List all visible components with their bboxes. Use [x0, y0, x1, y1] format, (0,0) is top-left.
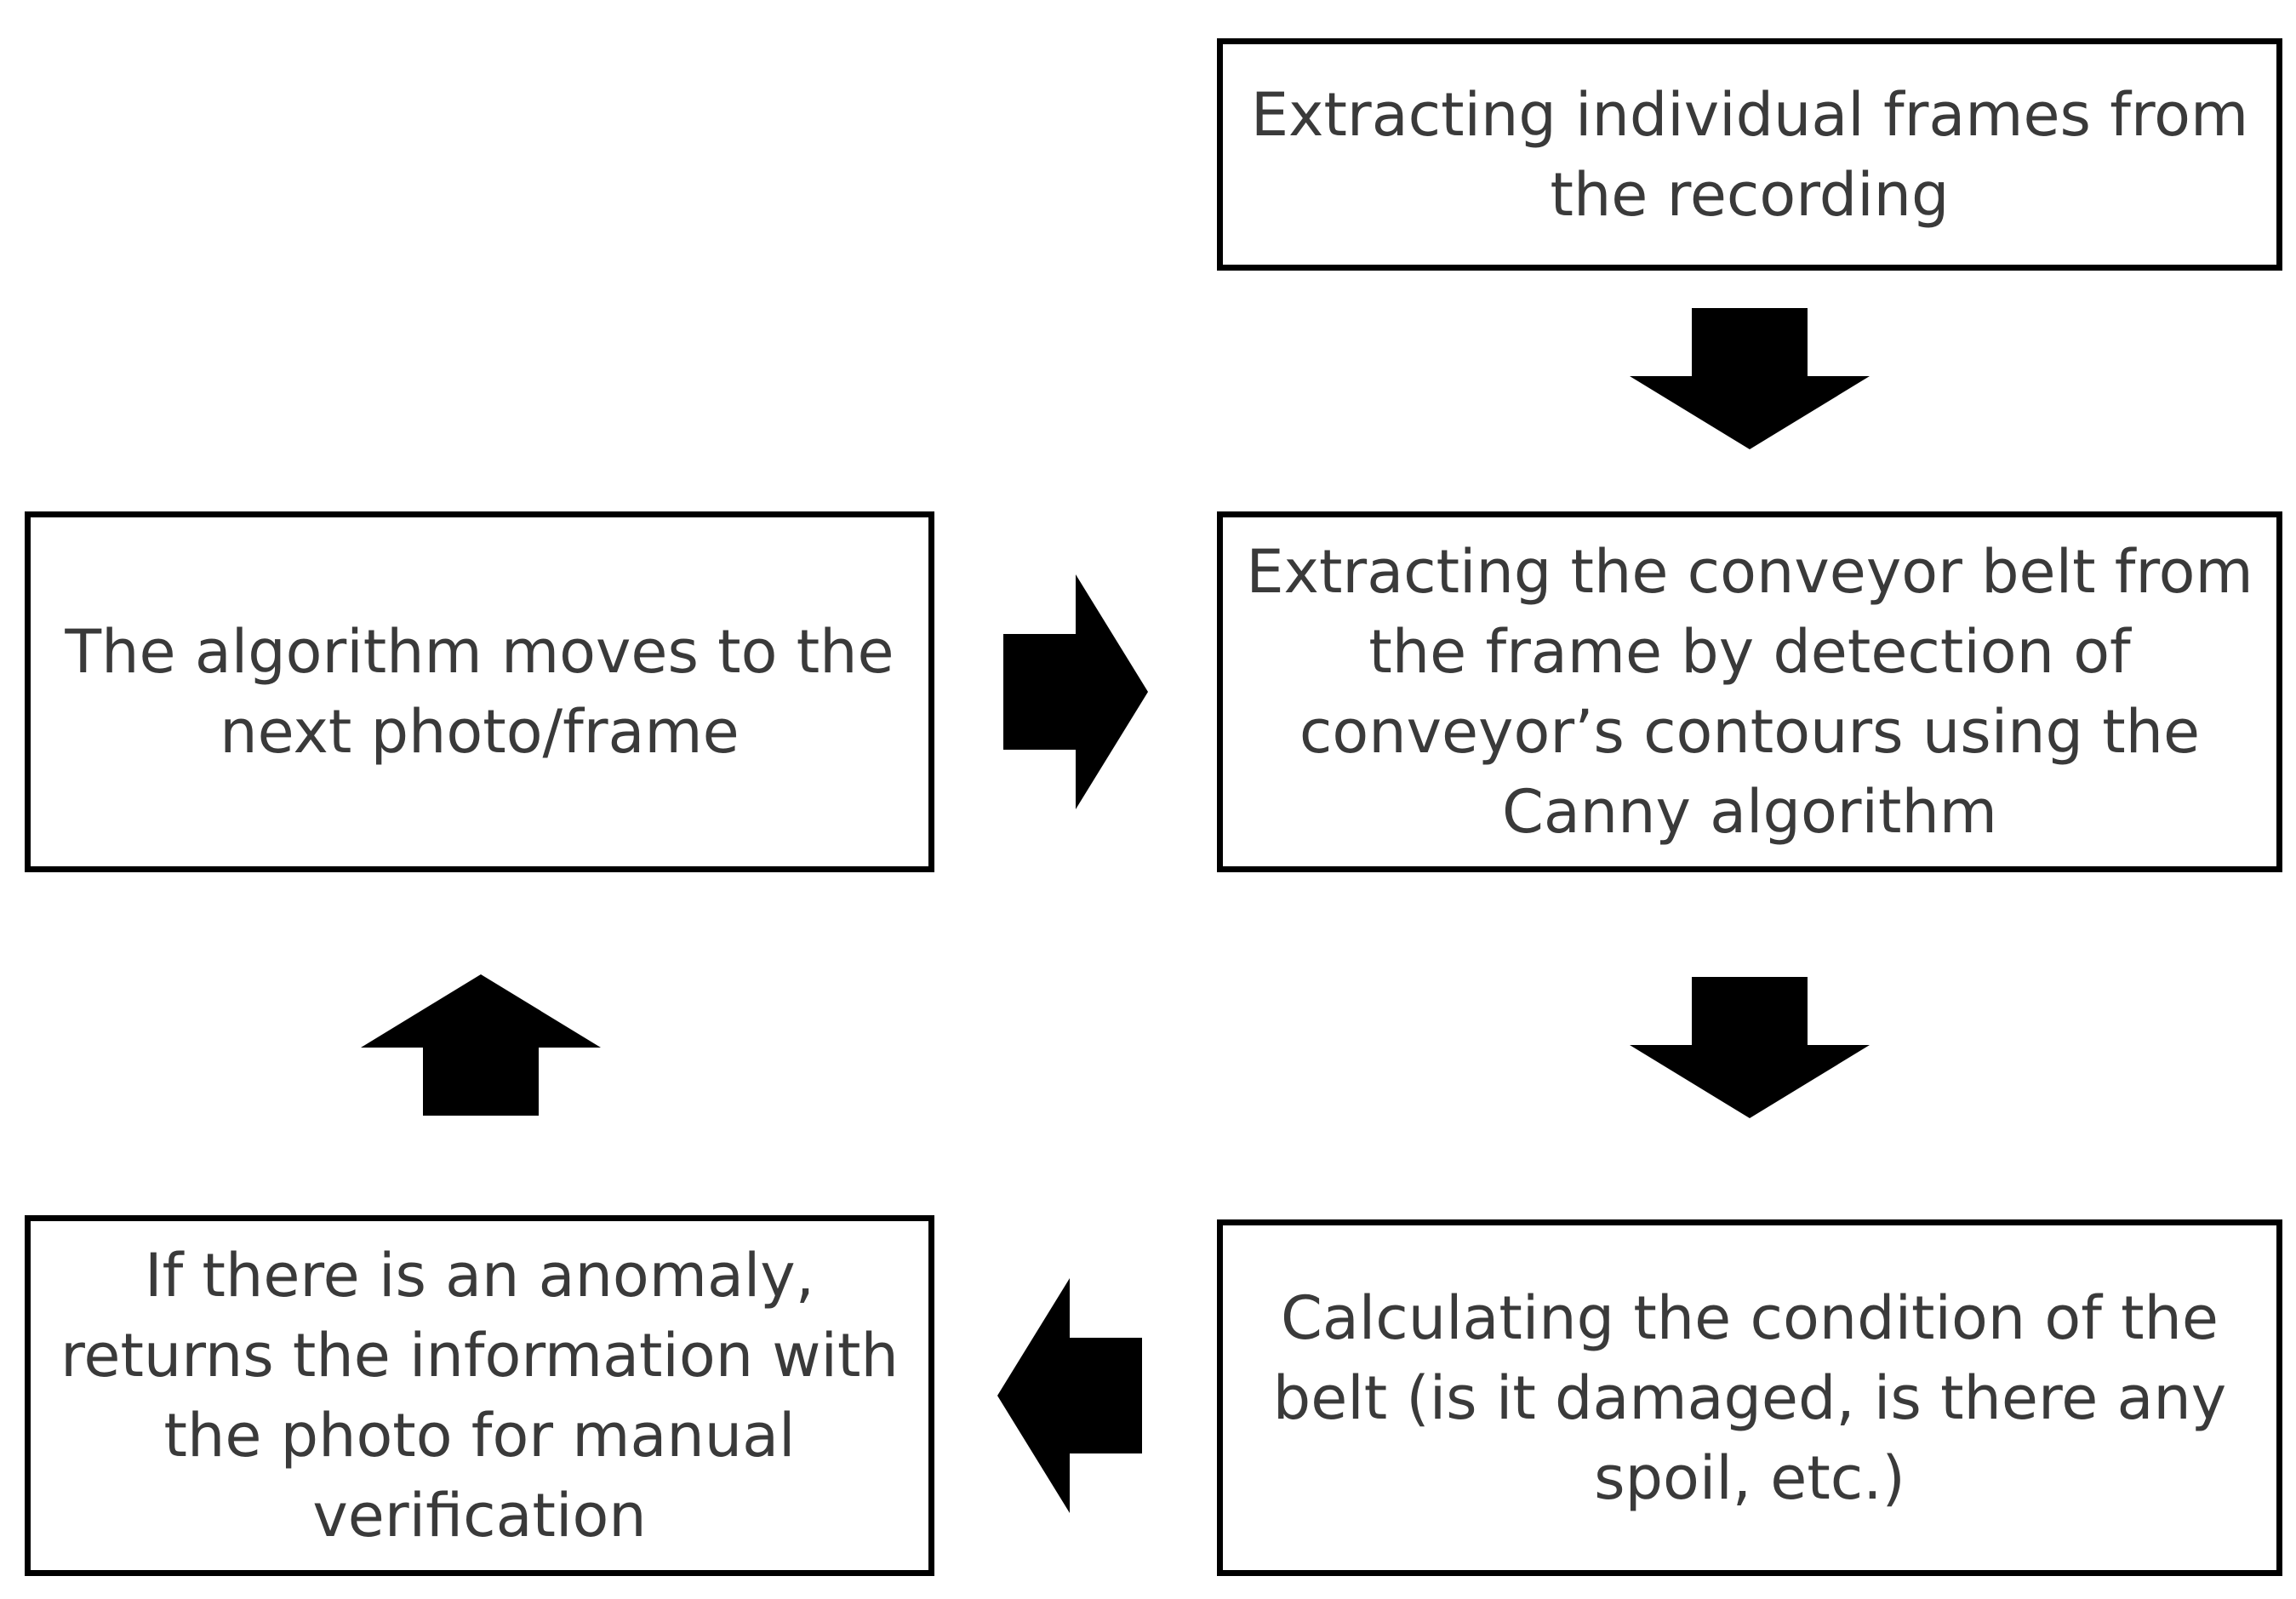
node-calc-condition: Calculating the condition of the belt (i…: [1217, 1219, 2282, 1576]
node-extract-frames-label: Extracting individual frames from the re…: [1250, 79, 2249, 230]
node-next-frame: The algorithm moves to the next photo/fr…: [25, 511, 934, 872]
node-extract-frames: Extracting individual frames from the re…: [1217, 38, 2282, 271]
arrow-down-icon: [1630, 308, 1870, 449]
arrow-down-icon: [1630, 977, 1870, 1118]
node-extract-belt: Extracting the conveyor belt from the fr…: [1217, 511, 2282, 872]
node-anomaly: If there is an anomaly, returns the info…: [25, 1215, 934, 1576]
node-calc-condition-label: Calculating the condition of the belt (i…: [1272, 1282, 2227, 1513]
node-extract-belt-label: Extracting the conveyor belt from the fr…: [1246, 537, 2253, 847]
node-next-frame-label: The algorithm moves to the next photo/fr…: [65, 617, 894, 767]
arrow-left-icon: [997, 1278, 1142, 1513]
arrow-right-icon: [1003, 574, 1148, 809]
node-anomaly-label: If there is an anomaly, returns the info…: [60, 1241, 899, 1550]
arrow-up-icon: [361, 974, 601, 1116]
